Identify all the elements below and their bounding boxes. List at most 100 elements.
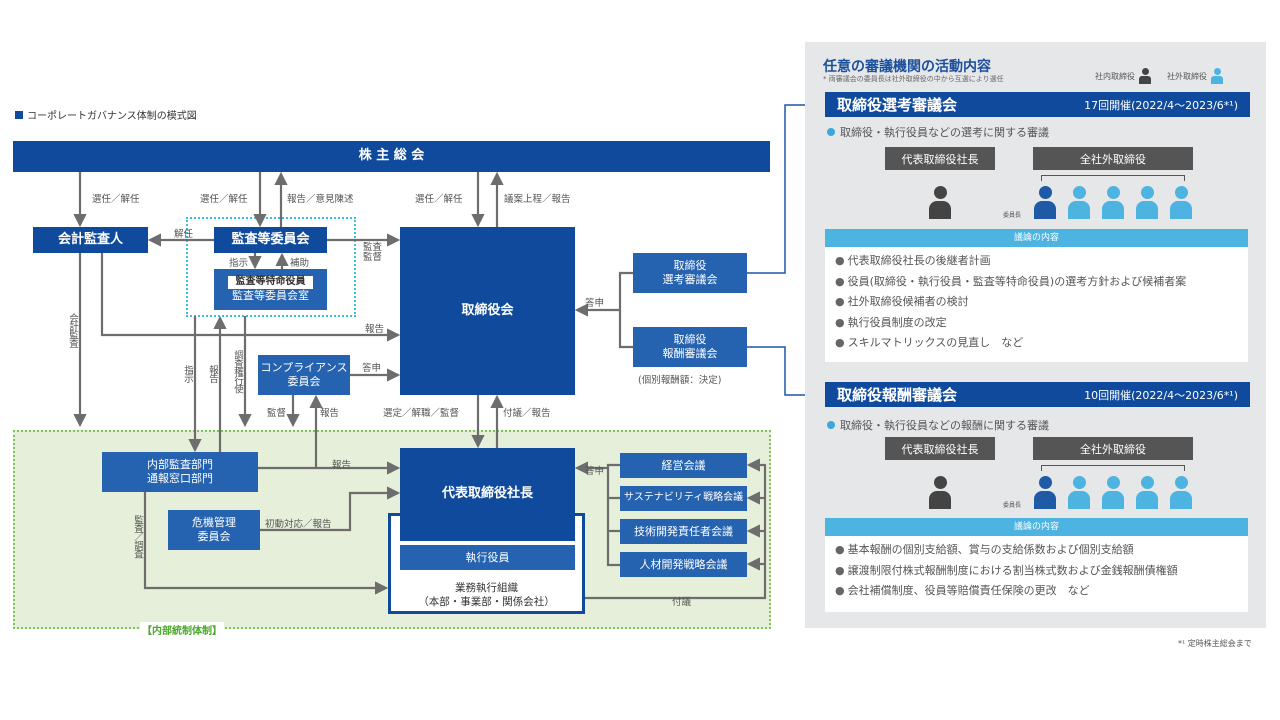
edge-label: 選定／解職／監督: [383, 408, 460, 419]
edge-label: 監督: [267, 408, 287, 419]
nomination-line1: 取締役: [673, 259, 707, 273]
person-light-icon: [1067, 476, 1091, 510]
person-chair-icon: [1033, 476, 1057, 510]
edge-label: 補助: [290, 258, 310, 269]
edge-label: 付議／報告: [503, 408, 551, 419]
section-purpose: 取締役・執行役員などの報酬に関する審議: [827, 417, 1049, 433]
person-light-icon: [1101, 476, 1125, 510]
person-light-icon: [1067, 186, 1091, 220]
org-line1: 業務執行組織: [455, 582, 518, 594]
discussion-header: 議論の内容: [825, 229, 1248, 247]
remuneration-line1: 取締役: [673, 333, 707, 347]
person-light-icon: [1135, 186, 1159, 220]
edge-label-line: 監督: [363, 252, 383, 264]
discussion-item: 執行役員制度の改定: [825, 313, 1248, 334]
audit-committee-office: 監査等特命役員 監査等委員会室: [214, 269, 327, 310]
discussion-item: スキルマトリックスの見直し など: [825, 333, 1248, 354]
internal-audit-department: 内部監査部門通報窓口部門: [102, 452, 258, 492]
edge-label: 答申: [585, 466, 605, 477]
nomination-line2: 選考審議会: [662, 273, 718, 286]
accounting-auditor: 会計監査人: [33, 227, 148, 253]
edge-label: 報告／意見陳述: [287, 194, 354, 205]
person-light-icon: [1211, 68, 1223, 84]
edge-label: 報告: [320, 408, 340, 419]
edge-label: 監査／調査: [132, 515, 143, 558]
remuneration-line2: 報酬審議会: [662, 347, 718, 360]
president: 代表取締役社長: [400, 448, 575, 541]
outside-directors-label: 全社外取締役: [1033, 147, 1193, 170]
square-icon: [15, 111, 23, 119]
board-of-directors: 取締役会: [400, 227, 575, 395]
meeting-technology: 技術開発責任者会議: [620, 519, 747, 544]
edge-label: 選任／解任: [200, 194, 248, 205]
person-dark-icon: [1139, 68, 1151, 84]
panel-title: 任意の審議機関の活動内容: [823, 59, 991, 75]
bracket: [1041, 465, 1185, 471]
discussion-header: 議論の内容: [825, 518, 1248, 536]
edge-label: 議案上程／報告: [504, 194, 571, 205]
audit-office-label: 監査等委員会室: [232, 288, 309, 302]
president-label: 代表取締役社長: [885, 437, 995, 460]
diagram-title-text: コーポレートガバナンス体制の模式図: [27, 111, 197, 122]
nomination-committee: 取締役選考審議会: [633, 253, 747, 293]
audit-committee: 監査等委員会: [214, 227, 327, 253]
meeting-management: 経営会議: [620, 453, 747, 478]
internal-control-label: 【内部統制体制】: [140, 622, 224, 637]
footnote: *¹ 定時株主総会まで: [1178, 639, 1252, 648]
edge-label: 解任: [174, 229, 194, 240]
discussion-item: 譲渡制限付株式報酬制度における割当株式数および金銭報酬債権額: [825, 561, 1248, 582]
crisis-line2: 委員会: [197, 530, 231, 543]
edge-label: 報告: [207, 365, 218, 382]
edge-label: 付議: [672, 597, 692, 608]
bracket: [1041, 175, 1185, 181]
edge-label: 初動対応／報告: [265, 519, 332, 530]
internal-audit-line2: 通報窓口部門: [147, 472, 213, 485]
edge-label: 報告: [365, 324, 385, 335]
person-chair-icon: [1033, 186, 1057, 220]
edge-label: 調査権行使: [232, 350, 243, 393]
person-light-icon: [1101, 186, 1125, 220]
edge-label: 監査監督: [363, 242, 383, 264]
edge-label: 指示: [182, 365, 193, 382]
section-count: 10回開催(2022/4〜2023/6*¹): [1084, 388, 1238, 402]
person-dark-icon: [928, 186, 952, 220]
edge-label: 選任／解任: [415, 194, 463, 205]
org-line2: （本部・事業部・関係会社）: [418, 595, 555, 608]
section-count: 17回開催(2022/4〜2023/6*¹): [1084, 98, 1238, 112]
internal-audit-line1: 内部監査部門: [147, 458, 213, 472]
compliance-line1: コンプライアンス: [260, 361, 348, 375]
audit-officer: 監査等特命役員: [228, 276, 313, 289]
chair-label: 委員長: [1003, 502, 1022, 509]
legend-outside: 社外取締役: [1167, 71, 1207, 81]
diagram-title: コーポレートガバナンス体制の模式図: [15, 107, 197, 122]
discussion-item: 代表取締役社長の後継者計画: [825, 251, 1248, 272]
edge-label: 報告: [332, 460, 352, 471]
org-label: 業務執行組織（本部・事業部・関係会社）: [391, 582, 582, 609]
section-title: 取締役選考審議会: [837, 96, 958, 114]
outside-directors-label: 全社外取締役: [1033, 437, 1193, 460]
executive-officers: 執行役員: [400, 545, 575, 570]
crisis-line1: 危機管理: [192, 516, 236, 530]
edge-label: 指示: [229, 258, 249, 269]
panel-note: * 両審議会の委員長は社外取締役の中から互選により選任: [823, 75, 1004, 83]
meeting-sustainability: サステナビリティ戦略会議: [620, 486, 747, 511]
section-title: 取締役報酬審議会: [837, 386, 958, 404]
compliance-line2: 委員会: [287, 375, 321, 388]
discussion-item: 会社補償制度、役員等賠償責任保険の更改 など: [825, 581, 1248, 602]
edge-label: 答申: [585, 298, 605, 309]
chair-label: 委員長: [1003, 212, 1022, 219]
section-purpose: 取締役・執行役員などの選考に関する審議: [827, 124, 1049, 140]
audit-committee-area: [186, 217, 356, 317]
compliance-committee: コンプライアンス委員会: [258, 355, 350, 395]
remuneration-note: (個別報酬額：決定): [638, 375, 722, 386]
discussion-item: 社外取締役候補者の検討: [825, 292, 1248, 313]
advisory-bodies-panel: 任意の審議機関の活動内容 * 両審議会の委員長は社外取締役の中から互選により選任…: [805, 42, 1266, 628]
person-dark-icon: [928, 476, 952, 510]
legend: 社内取締役 社外取締役: [1095, 68, 1223, 84]
person-light-icon: [1169, 476, 1193, 510]
discussion-box: 議論の内容 代表取締役社長の後継者計画 役員(取締役・執行役員・監査等特命役員)…: [825, 229, 1248, 362]
edge-label-line: 監査: [363, 242, 383, 253]
meeting-hr: 人材開発戦略会議: [620, 552, 747, 577]
shareholders-meeting: 株 主 総 会: [13, 141, 770, 172]
